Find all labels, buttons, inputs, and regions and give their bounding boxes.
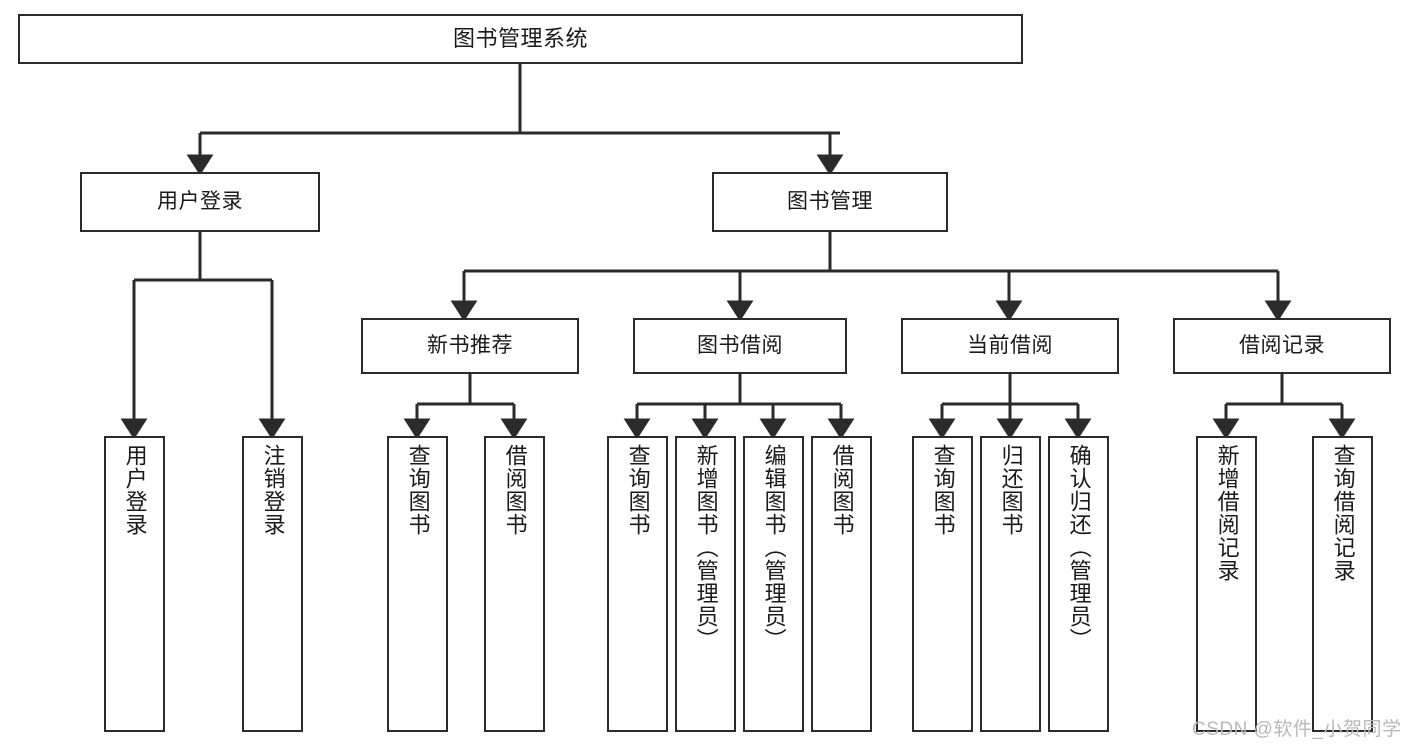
node-leaf-edit-book[interactable]: 编辑图书（管理员） (743, 436, 804, 732)
node-leaf-return-book[interactable]: 归还图书 (980, 436, 1041, 732)
node-leaf-return-book-label: 归还图书 (998, 444, 1024, 536)
node-borrow-record[interactable]: 借阅记录 (1173, 318, 1391, 374)
node-user-login-label: 用户登录 (157, 189, 243, 213)
node-root[interactable]: 图书管理系统 (18, 14, 1023, 64)
node-leaf-query-book[interactable]: 查询图书 (607, 436, 668, 732)
node-book-borrow[interactable]: 图书借阅 (633, 318, 847, 374)
node-current-borrow-label: 当前借阅 (967, 333, 1053, 357)
node-leaf-add-book[interactable]: 新增图书（管理员） (675, 436, 736, 732)
node-leaf-add-record-label: 新增借阅记录 (1214, 444, 1240, 582)
node-leaf-logout[interactable]: 注销登录 (242, 436, 303, 732)
node-borrow-record-label: 借阅记录 (1239, 333, 1325, 357)
node-leaf-add-book-label: 新增图书（管理员） (693, 444, 719, 651)
node-leaf-borrow-book-rec-label: 借阅图书 (502, 444, 528, 536)
node-book-manage[interactable]: 图书管理 (712, 172, 948, 232)
node-leaf-query-book-label: 查询图书 (625, 444, 651, 536)
node-book-borrow-label: 图书借阅 (697, 333, 783, 357)
node-leaf-logout-label: 注销登录 (260, 444, 286, 536)
node-leaf-edit-book-label: 编辑图书（管理员） (761, 444, 787, 651)
node-leaf-borrow-book[interactable]: 借阅图书 (811, 436, 872, 732)
node-leaf-query-book-cur-label: 查询图书 (930, 444, 956, 536)
node-leaf-borrow-book-label: 借阅图书 (829, 444, 855, 536)
node-new-book-recommend-label: 新书推荐 (427, 333, 513, 357)
node-leaf-query-book-rec[interactable]: 查询图书 (387, 436, 448, 732)
node-root-label: 图书管理系统 (452, 26, 588, 52)
node-leaf-add-record[interactable]: 新增借阅记录 (1196, 436, 1257, 732)
node-leaf-confirm-return[interactable]: 确认归还（管理员） (1048, 436, 1109, 732)
node-leaf-query-record-label: 查询借阅记录 (1330, 444, 1356, 582)
node-leaf-query-record[interactable]: 查询借阅记录 (1312, 436, 1373, 732)
node-leaf-borrow-book-rec[interactable]: 借阅图书 (484, 436, 545, 732)
node-leaf-confirm-return-label: 确认归还（管理员） (1066, 444, 1092, 651)
node-leaf-user-login[interactable]: 用户登录 (104, 436, 165, 732)
node-leaf-query-book-cur[interactable]: 查询图书 (912, 436, 973, 732)
node-book-manage-label: 图书管理 (787, 189, 873, 213)
node-leaf-user-login-label: 用户登录 (122, 444, 148, 536)
node-user-login[interactable]: 用户登录 (80, 172, 320, 232)
node-leaf-query-book-rec-label: 查询图书 (405, 444, 431, 536)
node-new-book-recommend[interactable]: 新书推荐 (361, 318, 579, 374)
node-current-borrow[interactable]: 当前借阅 (901, 318, 1119, 374)
